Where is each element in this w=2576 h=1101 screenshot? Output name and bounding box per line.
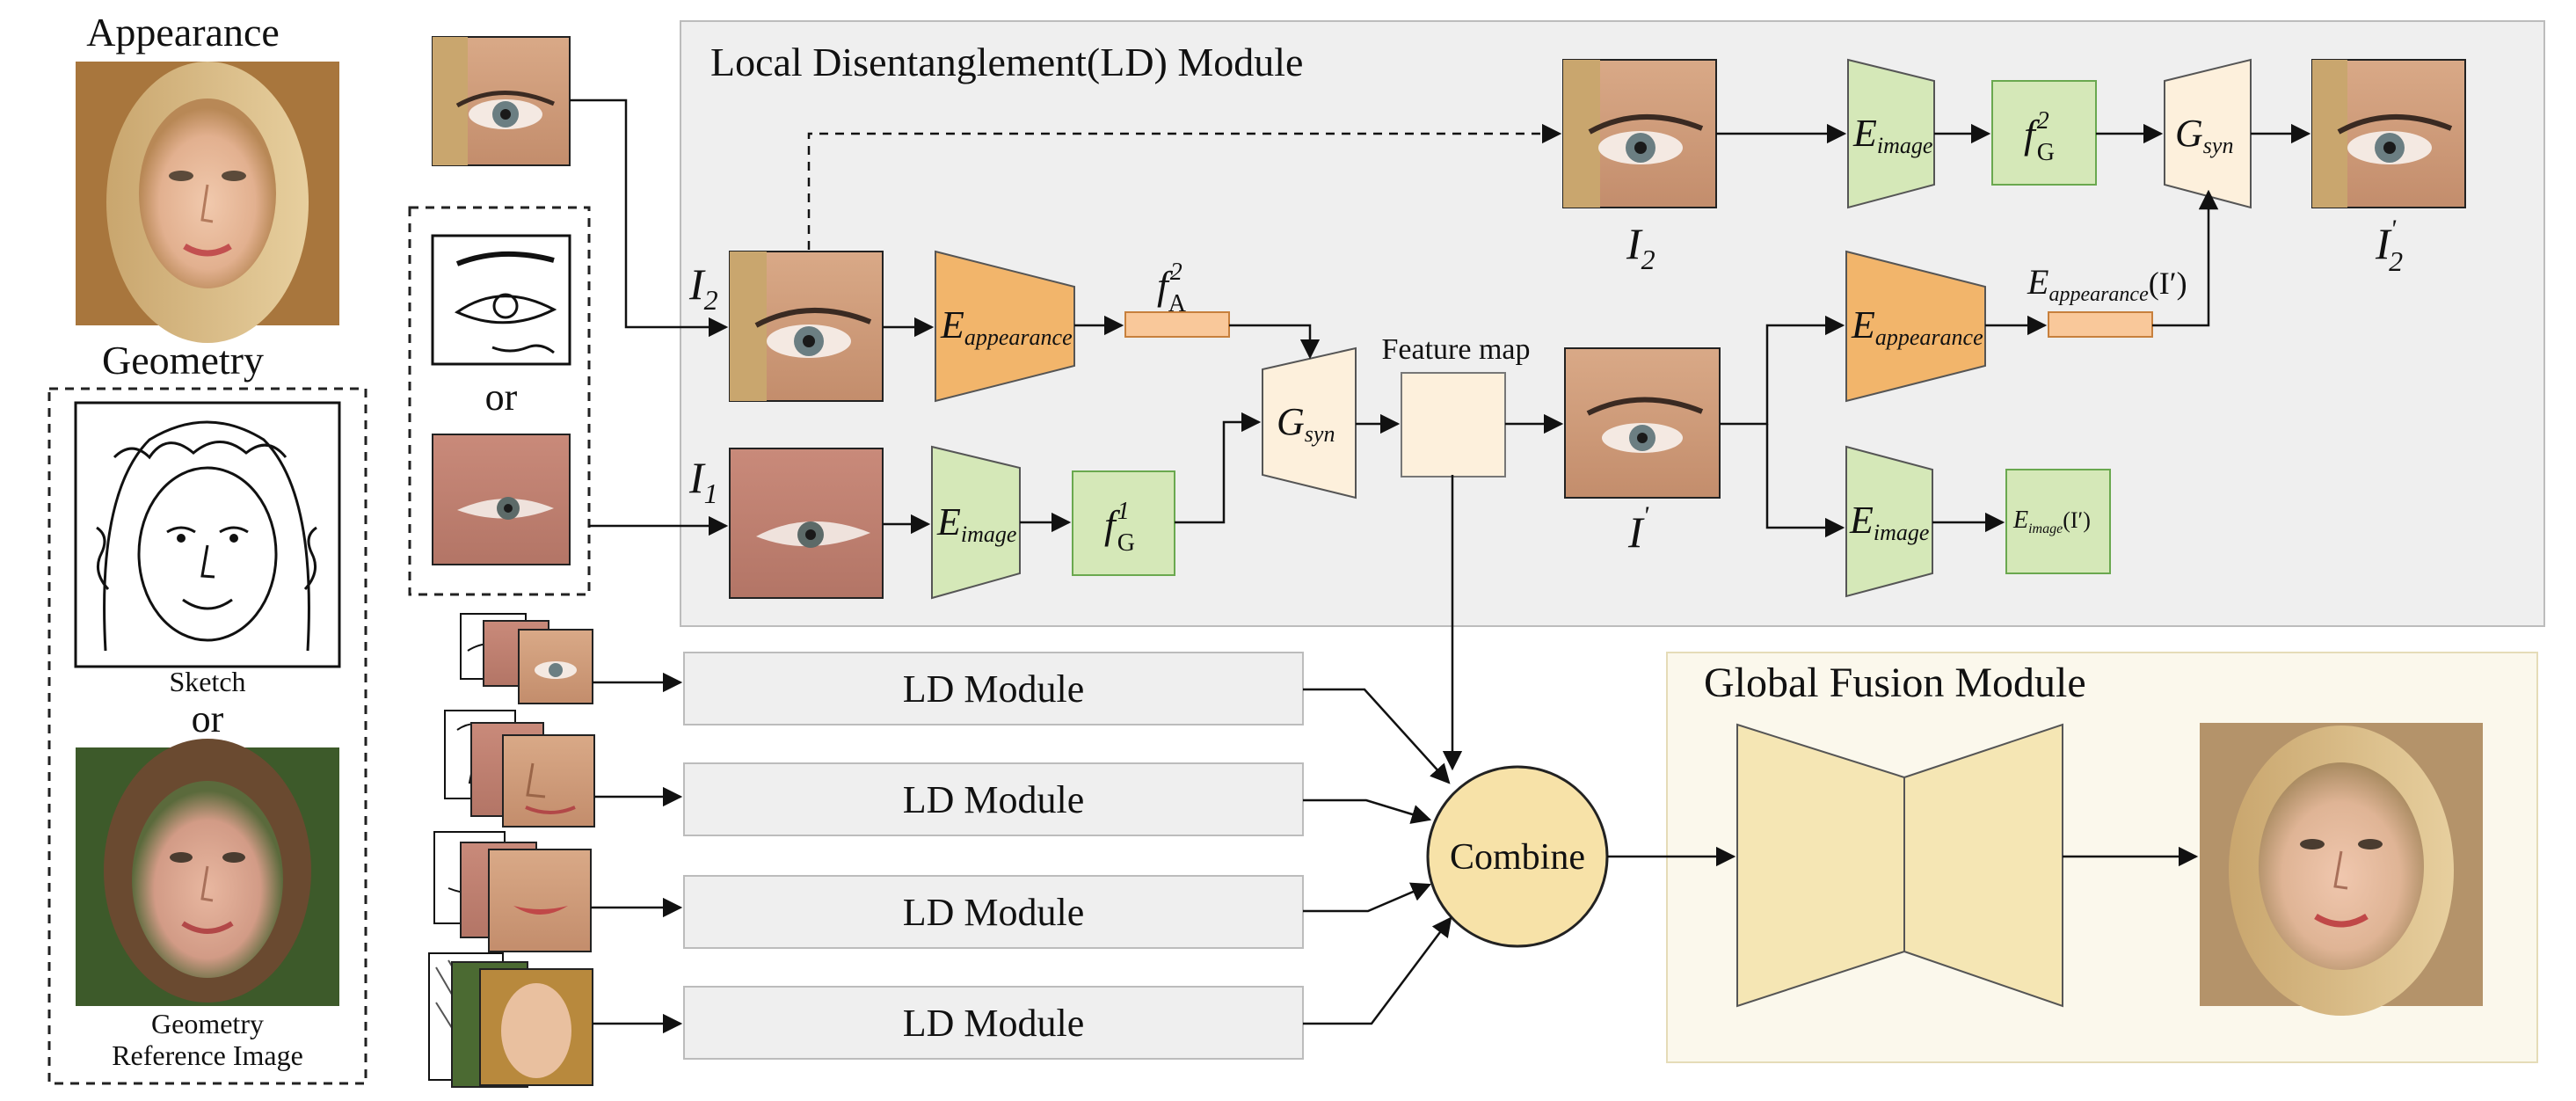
input-eye-geometry-image: [432, 434, 571, 565]
ld-fg1-feature: [1072, 470, 1175, 576]
geometry-reference-label-line1: Geometry: [151, 1008, 264, 1039]
input-stack-face-patches: [428, 952, 593, 1088]
ld-module-bar-3-label: LD Module: [903, 891, 1085, 934]
ld-app-of-iprime-feature: [2048, 311, 2153, 338]
input-or-label: or: [485, 376, 518, 419]
ld-fa-feature: [1124, 311, 1230, 338]
ld-module-bar-3: [683, 875, 1304, 949]
input-stack-nose-patches: [444, 710, 595, 828]
input-dashed-box: [408, 206, 591, 596]
ld-module-bar-2-label: LD Module: [903, 778, 1085, 821]
ld-module-title: Local Disentanglement(LD) Module: [710, 40, 1303, 84]
ld-img-of-iprime-label: Eimage(I′): [2012, 507, 2091, 536]
ld-image-encoder-top-label: Eimage: [1852, 112, 1932, 158]
ld-module-bar-4: [683, 986, 1304, 1060]
ld-i2-copy-eye-image: [1562, 59, 1717, 208]
geometry-or-label: or: [192, 697, 224, 740]
ld-image-encoder-2-label: Eimage: [1849, 499, 1929, 545]
ld-appearance-encoder-2-label: Eappearance: [1851, 303, 1983, 350]
ld-appearance-encoder-2: [1845, 250, 1986, 403]
ld-i1-label: I1: [688, 453, 718, 509]
ld-img-of-iprime-feature: [2005, 469, 2111, 574]
ld-gsyn-2: [2164, 58, 2252, 209]
ld-image-encoder-2: [1845, 445, 1933, 598]
sketch-face-image: [74, 401, 341, 668]
ld-i1-eye-image: [729, 448, 884, 599]
input-eye-sketch-image: [431, 234, 571, 366]
appearance-face-image: [76, 62, 339, 343]
ld-image-encoder-1: [931, 445, 1021, 600]
input-stack-mouth-patches: [433, 831, 592, 952]
ld-module-bar-4-label: LD Module: [903, 1002, 1085, 1045]
ld-gsyn-2-label: Gsyn: [2175, 112, 2233, 158]
ld-appearance-encoder-label: Eappearance: [940, 303, 1073, 350]
ld-i2-prime-label: I'2: [2375, 215, 2403, 277]
global-fusion-decoder: [1903, 723, 2063, 1008]
geometry-dashed-box: [47, 387, 367, 1085]
ld-feature-map: [1401, 372, 1506, 478]
input-stack-eye-patches: [460, 613, 593, 704]
ld-i2-label: I2: [688, 259, 718, 316]
combine-label: Combine: [1450, 837, 1585, 878]
input-eye-appearance-image: [432, 36, 571, 166]
ld-feature-map-label: Feature map: [1382, 333, 1531, 366]
ld-i-prime-label: I': [1627, 501, 1649, 557]
ld-i2-eye-image: [729, 251, 884, 402]
ld-app-of-iprime-label: Eappearance(I′): [2027, 262, 2187, 306]
global-fusion-title: Global Fusion Module: [1704, 660, 2086, 706]
ld-module-bar-1-label: LD Module: [903, 667, 1085, 711]
sketch-label: Sketch: [169, 666, 245, 697]
appearance-title: Appearance: [86, 10, 280, 55]
ld-appearance-encoder: [935, 250, 1075, 403]
geometry-title: Geometry: [102, 338, 264, 383]
ld-gsyn-1: [1262, 346, 1357, 499]
ld-i-prime-eye-image: [1564, 347, 1721, 499]
ld-i2-copy-label: I2: [1626, 219, 1655, 275]
geometry-reference-label-line2: Reference Image: [112, 1039, 303, 1071]
ld-module-bar-2: [683, 762, 1304, 836]
ld-image-encoder-1-label: Eimage: [936, 500, 1016, 547]
ld-image-encoder-top: [1847, 58, 1935, 209]
ld-i2-prime-eye-image: [2311, 59, 2466, 208]
output-face-image: [2200, 723, 2483, 1016]
ld-gsyn-1-label: Gsyn: [1277, 400, 1335, 447]
geometry-reference-face-image: [76, 739, 339, 1006]
